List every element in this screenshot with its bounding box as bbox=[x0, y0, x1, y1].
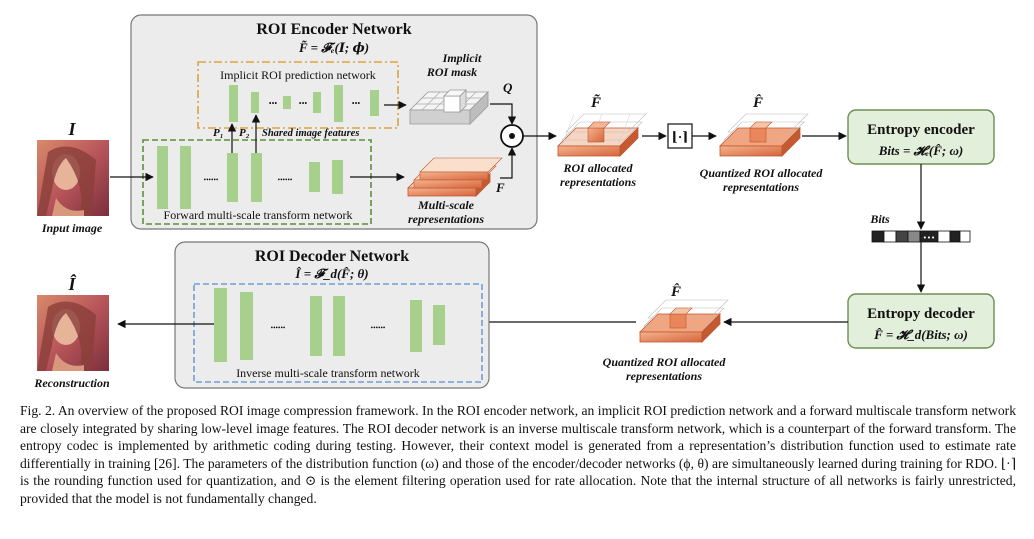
implicit-mask-label-2: ROI mask bbox=[426, 65, 477, 79]
decoder-title: ROI Decoder Network bbox=[255, 248, 409, 265]
forward-dots-2: •••••• bbox=[278, 176, 293, 184]
forward-block-5 bbox=[309, 162, 320, 192]
inverse-block-2 bbox=[410, 300, 422, 352]
implicit-dots-1: ••• bbox=[269, 99, 278, 108]
implicit-roi-net-label: Implicit ROI prediction network bbox=[220, 68, 376, 82]
encoder-title: ROI Encoder Network bbox=[256, 21, 411, 38]
implicit-dots-3: ••• bbox=[352, 99, 361, 108]
f-label: F bbox=[495, 180, 505, 195]
entropy-encoder-title: Entropy encoder bbox=[867, 122, 975, 138]
reconstruction-image bbox=[37, 295, 109, 371]
implicit-mask-label-1: Implicit bbox=[442, 51, 482, 65]
inverse-dots-2: •••••• bbox=[271, 324, 286, 332]
implicit-block-1 bbox=[229, 85, 238, 122]
entropy-encoder-formula: Bits = 𝓗ₑ(F̂; ω) bbox=[878, 143, 964, 158]
forward-block-3 bbox=[227, 153, 238, 202]
bits-label: Bits bbox=[869, 212, 890, 226]
input-image bbox=[37, 140, 109, 216]
roi-alloc-label-2: representations bbox=[560, 175, 636, 189]
inverse-net-box bbox=[193, 283, 483, 383]
svg-text:•••: ••• bbox=[923, 234, 935, 242]
shared-features-label: Shared image features bbox=[262, 128, 359, 139]
forward-dots-1: •••••• bbox=[204, 176, 219, 184]
implicit-dots-2: ••• bbox=[299, 99, 308, 108]
implicit-block-2 bbox=[251, 92, 259, 113]
decoder-formula: Î = 𝓕_d(F̂; θ) bbox=[294, 266, 368, 281]
entropy-decoder-box bbox=[847, 293, 995, 349]
output-label: Reconstruction bbox=[33, 376, 110, 390]
inverse-block-3 bbox=[333, 296, 345, 356]
inverse-block-4 bbox=[310, 296, 322, 356]
multiscale-to-filter-arrow bbox=[500, 147, 517, 179]
quantized-top-label-2: representations bbox=[723, 180, 799, 194]
forward-net-box bbox=[142, 139, 372, 225]
output-symbol: Î bbox=[67, 273, 76, 294]
inverse-net-label: Inverse multi-scale transform network bbox=[236, 366, 420, 380]
p1-label: P₁ bbox=[213, 127, 224, 139]
forward-block-4 bbox=[251, 153, 262, 202]
quantized-representation-bottom bbox=[639, 299, 729, 343]
forward-net-label: Forward multi-scale transform network bbox=[164, 208, 353, 222]
inverse-block-6 bbox=[214, 288, 227, 362]
implicit-block-5 bbox=[334, 85, 343, 122]
rounding-op: ⌊·⌉ bbox=[672, 129, 689, 144]
implicit-roi-net-box bbox=[197, 61, 399, 129]
forward-block-2 bbox=[180, 146, 191, 209]
multiscale-representations bbox=[407, 157, 503, 197]
multiscale-label-1: Multi-scale bbox=[417, 198, 475, 212]
mask-to-filter-arrow bbox=[490, 103, 517, 125]
framework-diagram: ROI Encoder Network F̃ = 𝓕ₑ(𝑰; 𝝓) Implic… bbox=[33, 14, 995, 390]
multiscale-label-2: representations bbox=[408, 212, 484, 226]
roi-alloc-label-1: ROI allocated bbox=[563, 161, 634, 175]
quantized-bottom-symbol: F̂ bbox=[670, 282, 681, 300]
quantized-representation-top bbox=[719, 113, 809, 157]
forward-block-1 bbox=[157, 146, 168, 209]
p2-label: P₂ bbox=[239, 127, 250, 139]
implicit-roi-mask bbox=[409, 89, 489, 125]
inverse-dots-1: •••••• bbox=[371, 324, 386, 332]
quantized-top-symbol: F̂ bbox=[752, 93, 763, 111]
figure-caption: Fig. 2. An overview of the proposed ROI … bbox=[20, 403, 1016, 506]
implicit-block-4 bbox=[313, 92, 321, 113]
inverse-block-1 bbox=[433, 305, 445, 345]
bitstream: ••• bbox=[871, 230, 971, 243]
implicit-block-6 bbox=[370, 90, 379, 116]
quantized-bottom-label-2: representations bbox=[626, 369, 702, 383]
encoder-formula: F̃ = 𝓕ₑ(𝑰; 𝝓) bbox=[298, 40, 369, 55]
quantized-top-label-1: Quantized ROI allocated bbox=[700, 166, 824, 180]
roi-alloc-symbol: F̃ bbox=[590, 93, 601, 111]
roi-allocated-representation bbox=[557, 113, 647, 157]
entropy-decoder-title: Entropy decoder bbox=[867, 306, 975, 322]
implicit-block-3 bbox=[283, 96, 291, 109]
input-symbol: I bbox=[67, 119, 76, 139]
inverse-block-5 bbox=[240, 292, 253, 360]
entropy-decoder-formula: F̂ = 𝓗_d(Bits; ω) bbox=[873, 327, 968, 342]
input-label: Input image bbox=[41, 221, 103, 235]
q-label: Q bbox=[503, 80, 513, 95]
element-filter-dot bbox=[509, 133, 515, 139]
forward-block-6 bbox=[332, 160, 343, 194]
quantized-bottom-label-1: Quantized ROI allocated bbox=[603, 355, 727, 369]
